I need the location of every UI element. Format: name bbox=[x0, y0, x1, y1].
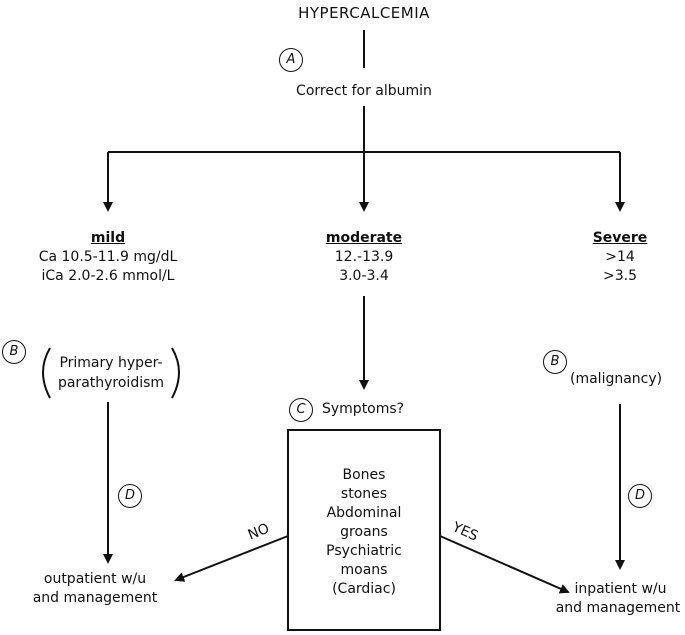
arrow-yes bbox=[439, 535, 570, 594]
mild-ica-range: iCa 2.0-2.6 mmol/L bbox=[41, 268, 175, 284]
symptoms-box bbox=[287, 429, 441, 631]
moderate-ica-range: 3.0-3.4 bbox=[339, 268, 389, 284]
outpatient-line2: and management bbox=[32, 590, 158, 606]
box-line-abdominal: Abdominal bbox=[326, 505, 402, 521]
inpatient-line1: inpatient w/u bbox=[574, 581, 667, 597]
box-line-cardiac: (Cardiac) bbox=[332, 581, 396, 597]
left-paren bbox=[42, 347, 51, 399]
badge-b-severe: B bbox=[543, 350, 567, 374]
severe-heading: Severe bbox=[592, 230, 648, 246]
moderate-ca-range: 12.-13.9 bbox=[334, 249, 394, 265]
severe-ca-range: >14 bbox=[605, 249, 635, 265]
arrow-no bbox=[174, 535, 289, 582]
inpatient-line2: and management bbox=[555, 600, 681, 616]
mild-heading: mild bbox=[90, 230, 126, 246]
mild-ca-range: Ca 10.5-11.9 mg/dL bbox=[38, 249, 178, 265]
box-line-bones: Bones bbox=[342, 467, 386, 483]
parathyroidism-label: parathyroidism bbox=[57, 375, 165, 391]
primary-hyper-label: Primary hyper- bbox=[59, 355, 163, 371]
diagram-title: HYPERCALCEMIA bbox=[298, 4, 430, 22]
badge-c: C bbox=[289, 398, 313, 422]
badge-a: A bbox=[279, 48, 303, 72]
box-line-moans: moans bbox=[340, 562, 388, 578]
badge-d-left: D bbox=[118, 484, 142, 508]
box-line-stones: stones bbox=[340, 486, 388, 502]
badge-d-right: D bbox=[628, 484, 652, 508]
box-line-groans: groans bbox=[340, 524, 388, 540]
box-line-psychiatric: Psychiatric bbox=[326, 543, 402, 559]
right-paren bbox=[171, 347, 180, 399]
malignancy-label: (malignancy) bbox=[570, 371, 663, 387]
correct-for-albumin-label: Correct for albumin bbox=[296, 83, 432, 99]
outpatient-line1: outpatient w/u bbox=[43, 571, 147, 587]
badge-b-mild: B bbox=[2, 340, 26, 364]
moderate-heading: moderate bbox=[325, 230, 403, 246]
symptoms-question: Symptoms? bbox=[322, 401, 405, 417]
severe-ica-range: >3.5 bbox=[603, 268, 637, 284]
